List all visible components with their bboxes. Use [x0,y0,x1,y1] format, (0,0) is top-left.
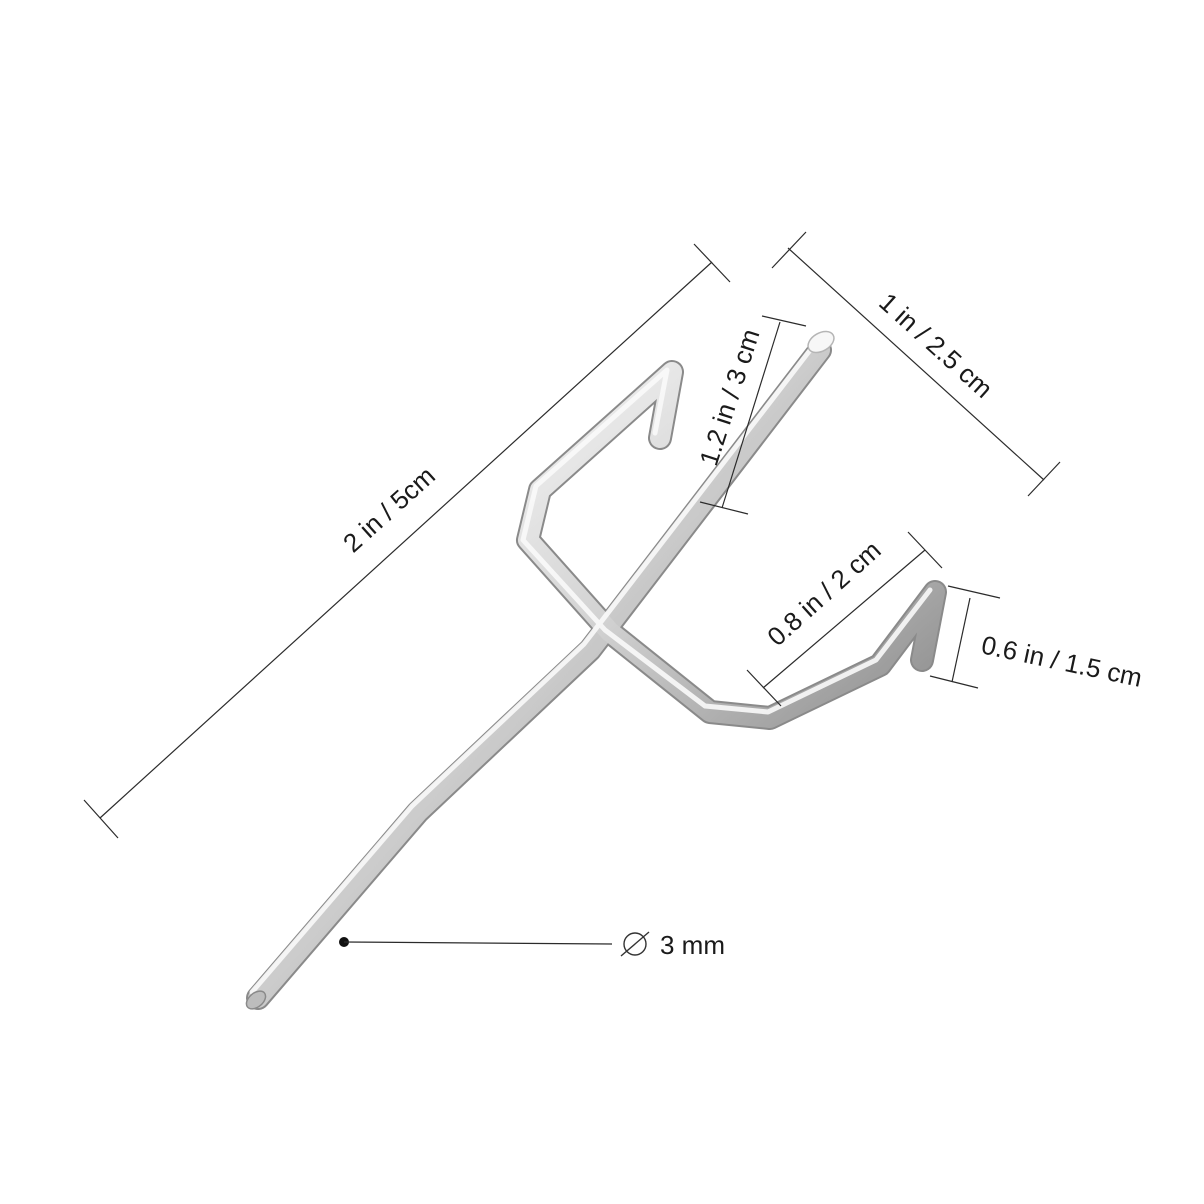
dim-front-tip: 0.6 in / 1.5 cm [929,585,1145,693]
front-tip-label: 0.6 in / 1.5 cm [979,630,1145,693]
dim-overall-length: 2 in / 5cm [83,243,731,839]
wire-diameter-label: 3 mm [660,930,725,960]
hook-shank [248,340,830,1008]
shank-end [245,990,267,1010]
dim-wire-diameter: 3 mm [339,930,725,960]
rear-prong-tip [807,330,835,354]
front-arm-label: 0.8 in / 2 cm [761,535,886,652]
hook-width-label: 1 in / 2.5 cm [873,287,998,404]
overall-length-label: 2 in / 5cm [337,460,441,558]
diameter-icon [620,931,650,957]
hook-illustration [245,330,947,1010]
